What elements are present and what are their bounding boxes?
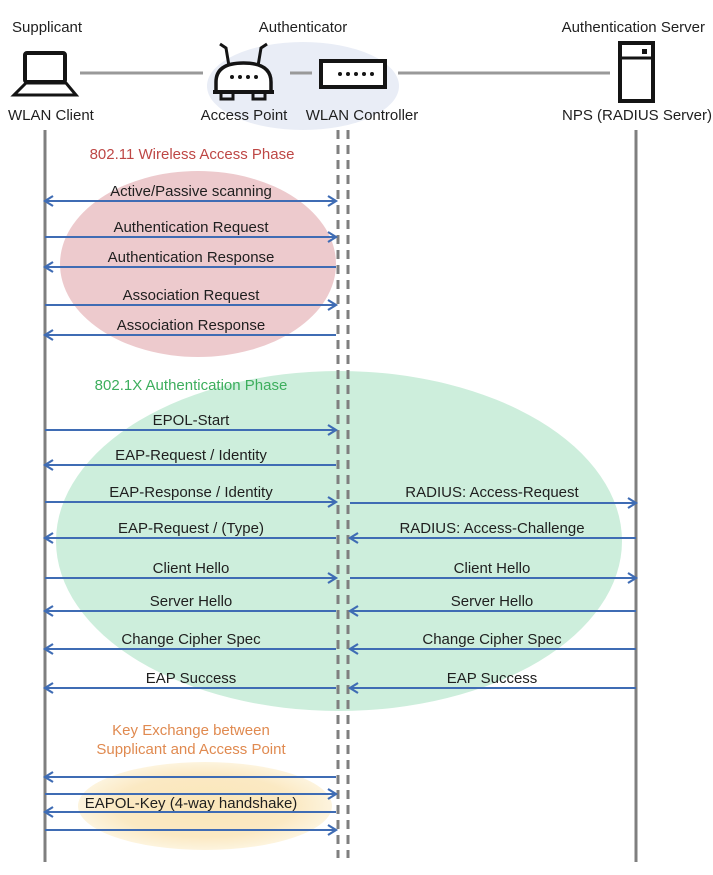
label-wlan-client: WLAN Client bbox=[8, 107, 94, 124]
msg-change-cipher-right: Change Cipher Spec bbox=[422, 631, 562, 648]
msg-client-hello-left: Client Hello bbox=[152, 560, 230, 577]
phase-ellipse-wireless-access bbox=[60, 171, 336, 357]
msg-eap-success-left: EAP Success bbox=[145, 670, 237, 687]
msg-auth-request: Authentication Request bbox=[113, 219, 269, 236]
msg-scanning: Active/Passive scanning bbox=[110, 183, 272, 200]
message-arrows bbox=[42, 201, 639, 836]
msg-auth-response: Authentication Response bbox=[107, 249, 275, 266]
msg-radius-access-request: RADIUS: Access-Request bbox=[405, 484, 579, 501]
label-wlan-controller: WLAN Controller bbox=[305, 107, 419, 124]
msg-eap-request-type: EAP-Request / (Type) bbox=[118, 520, 264, 537]
role-supplicant: Supplicant bbox=[12, 19, 83, 36]
label-nps: NPS (RADIUS Server) bbox=[561, 107, 713, 124]
role-authentication-server: Authentication Server bbox=[561, 19, 705, 36]
server-icon bbox=[618, 41, 655, 103]
phase-ellipse-key-exchange bbox=[78, 762, 332, 850]
phase-title-key-exchange: Key Exchange between Supplicant and Acce… bbox=[96, 722, 286, 758]
msg-server-hello-right: Server Hello bbox=[450, 593, 534, 610]
msg-client-hello-right: Client Hello bbox=[453, 560, 531, 577]
msg-radius-access-challenge: RADIUS: Access-Challenge bbox=[399, 520, 585, 537]
msg-assoc-request: Association Request bbox=[122, 287, 260, 304]
msg-assoc-response: Association Response bbox=[116, 317, 266, 334]
phase-title-wireless-access: 802.11 Wireless Access Phase bbox=[89, 146, 295, 163]
msg-server-hello-left: Server Hello bbox=[149, 593, 233, 610]
wlan-controller-icon bbox=[319, 59, 387, 89]
label-access-point: Access Point bbox=[200, 107, 288, 124]
msg-eap-response-identity: EAP-Response / Identity bbox=[109, 484, 273, 501]
role-authenticator: Authenticator bbox=[258, 19, 348, 36]
msg-eap-request-identity: EAP-Request / Identity bbox=[115, 447, 267, 464]
phase-title-authentication: 802.1X Authentication Phase bbox=[94, 377, 288, 394]
msg-eapol-key: EAPOL-Key (4-way handshake) bbox=[84, 795, 298, 812]
msg-change-cipher-left: Change Cipher Spec bbox=[121, 631, 261, 648]
access-point-icon bbox=[213, 42, 274, 101]
msg-eap-success-right: EAP Success bbox=[446, 670, 538, 687]
msg-epol-start: EPOL-Start bbox=[152, 412, 230, 429]
laptop-icon bbox=[10, 51, 80, 97]
